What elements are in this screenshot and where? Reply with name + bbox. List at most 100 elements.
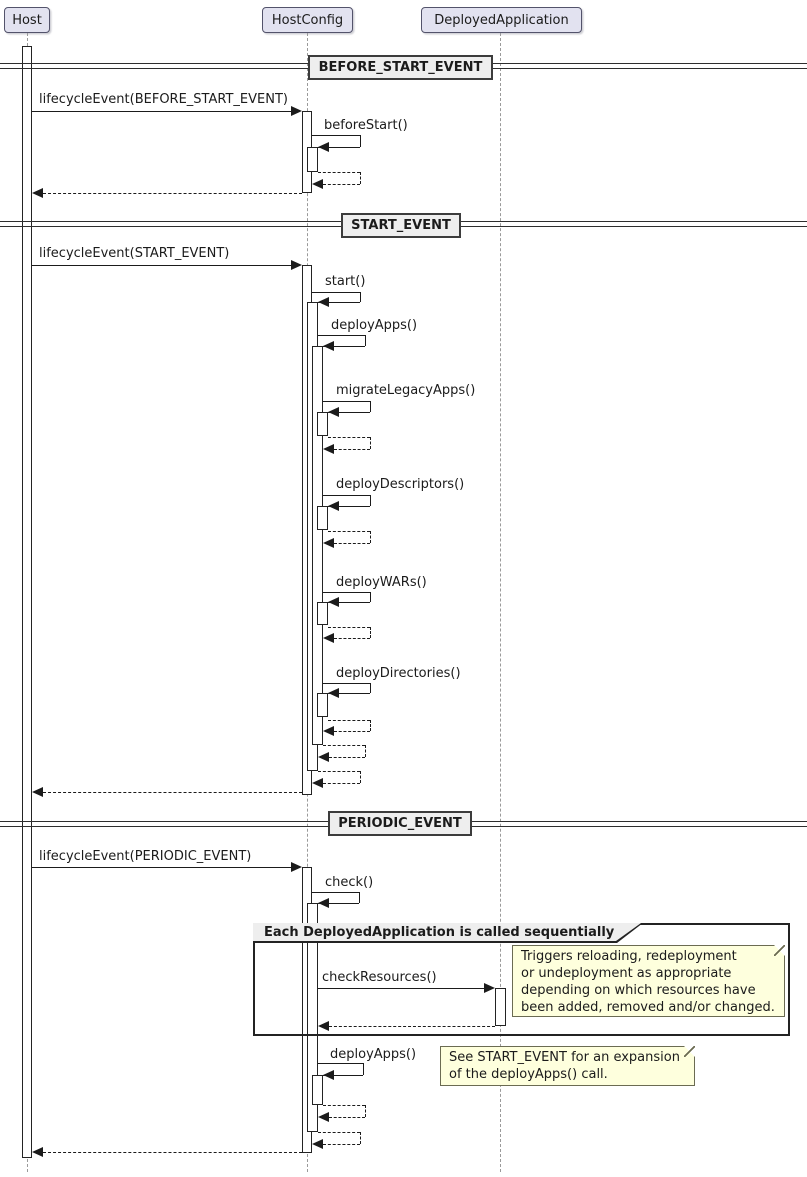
lifeline-deployedapplication [500, 33, 501, 1172]
activation-deploydescriptors [317, 506, 328, 530]
self-call-bottom [323, 1075, 363, 1076]
arrowhead-left-icon [323, 1070, 334, 1080]
self-return-side [370, 627, 371, 638]
divider1-label: BEFORE_START_EVENT [318, 60, 483, 75]
note-deploy-apps: See START_EVENT for an expansion of the … [440, 1046, 695, 1086]
self-call-top [318, 1063, 363, 1064]
participant-host-label: Host [12, 12, 42, 28]
self-call-bottom [318, 302, 360, 303]
self-return-bottom [334, 731, 370, 732]
self-call-top [323, 401, 370, 402]
self-return-top [318, 172, 360, 173]
self-return-bottom [329, 757, 365, 758]
arrowhead-left-icon [318, 297, 329, 307]
self-return-top [318, 771, 360, 772]
self-call-top [323, 592, 370, 593]
arrowhead-right-icon [484, 983, 495, 993]
self-call-top [318, 335, 365, 336]
arrowhead-left-icon [32, 787, 43, 797]
activation-check [307, 903, 318, 1132]
self-call-side [370, 683, 371, 693]
arrowhead-left-icon [323, 538, 334, 548]
participant-hostconfig-label: HostConfig [271, 12, 344, 28]
self-return-bottom [334, 638, 370, 639]
message-line [318, 988, 484, 989]
self-call-side [363, 1063, 364, 1075]
self-call-side [360, 135, 361, 147]
arrowhead-left-icon [323, 633, 334, 643]
self-call-side [370, 592, 371, 602]
message-deploy-directories-label: deployDirectories() [336, 666, 461, 681]
self-call-side [360, 292, 361, 302]
divider2-label: START_EVENT [351, 218, 451, 233]
arrowhead-left-icon [318, 1112, 329, 1122]
arrowhead-left-icon [32, 188, 43, 198]
message-line [32, 111, 291, 112]
self-return-side [370, 720, 371, 731]
self-call-side [359, 892, 360, 903]
self-call-side [365, 335, 366, 346]
self-call-bottom [318, 147, 360, 148]
self-return-top [328, 627, 370, 628]
self-return-bottom [329, 1117, 365, 1118]
self-return-top [318, 1132, 360, 1133]
arrowhead-left-icon [323, 726, 334, 736]
self-return-side [360, 1132, 361, 1144]
divider-start-event: START_EVENT [341, 213, 461, 238]
self-return-top [323, 745, 365, 746]
self-return-bottom [323, 184, 360, 185]
self-return-bottom [323, 1144, 360, 1145]
self-return-side [370, 437, 371, 449]
divider-periodic-event: PERIODIC_EVENT [328, 811, 472, 836]
arrowhead-left-icon [328, 407, 339, 417]
self-return-top [328, 720, 370, 721]
self-return-side [370, 531, 371, 543]
message-lifecycle-periodic-label: lifecycleEvent(PERIODIC_EVENT) [39, 849, 252, 864]
activation-host [22, 46, 32, 1158]
arrowhead-left-icon [312, 1139, 323, 1149]
self-call-side [370, 495, 371, 506]
participant-deployedapplication-label: DeployedApplication [434, 12, 569, 28]
arrowhead-right-icon [291, 260, 302, 270]
self-call-bottom [328, 506, 370, 507]
return-line [43, 193, 302, 194]
self-call-top [312, 135, 360, 136]
message-deploy-apps-label: deployApps() [331, 318, 418, 333]
note-check-resources: Triggers reloading, redeployment or unde… [512, 945, 785, 1017]
message-deploy-apps-periodic-label: deployApps() [330, 1047, 417, 1062]
group-title-label: Each DeployedApplication is called seque… [264, 924, 615, 940]
message-deploy-wars-label: deployWARs() [336, 575, 427, 590]
activation-deployedapplication [495, 988, 506, 1026]
self-call-bottom [318, 903, 359, 904]
divider3-label: PERIODIC_EVENT [338, 816, 462, 831]
divider-before-start-event: BEFORE_START_EVENT [308, 55, 493, 80]
message-deploy-descriptors-label: deployDescriptors() [336, 477, 465, 492]
arrowhead-left-icon [318, 898, 329, 908]
self-return-side [365, 745, 366, 757]
message-lifecycle-start-label: lifecycleEvent(START_EVENT) [39, 246, 230, 261]
message-check-resources-label: checkResources() [322, 970, 437, 985]
self-return-bottom [334, 449, 370, 450]
self-call-bottom [328, 602, 370, 603]
note-fold-icon [684, 1046, 695, 1057]
message-migrate-legacy-apps-label: migrateLegacyApps() [336, 383, 476, 398]
message-check-label: check() [325, 875, 374, 890]
self-call-bottom [328, 412, 370, 413]
self-return-top [323, 1105, 365, 1106]
self-return-bottom [334, 543, 370, 544]
self-return-side [365, 1105, 366, 1117]
activation-deploywars [317, 602, 328, 625]
group-title: Each DeployedApplication is called seque… [253, 923, 641, 941]
self-return-top [328, 437, 370, 438]
message-line [32, 867, 291, 868]
note-fold-icon [774, 945, 785, 956]
arrowhead-left-icon [328, 501, 339, 511]
arrowhead-left-icon [323, 341, 334, 351]
self-call-top [323, 495, 370, 496]
return-line [43, 792, 302, 793]
arrowhead-right-icon [291, 106, 302, 116]
self-return-side [360, 172, 361, 184]
message-before-start-label: beforeStart() [324, 118, 408, 133]
message-lifecycle-before-start-label: lifecycleEvent(BEFORE_START_EVENT) [39, 92, 288, 107]
